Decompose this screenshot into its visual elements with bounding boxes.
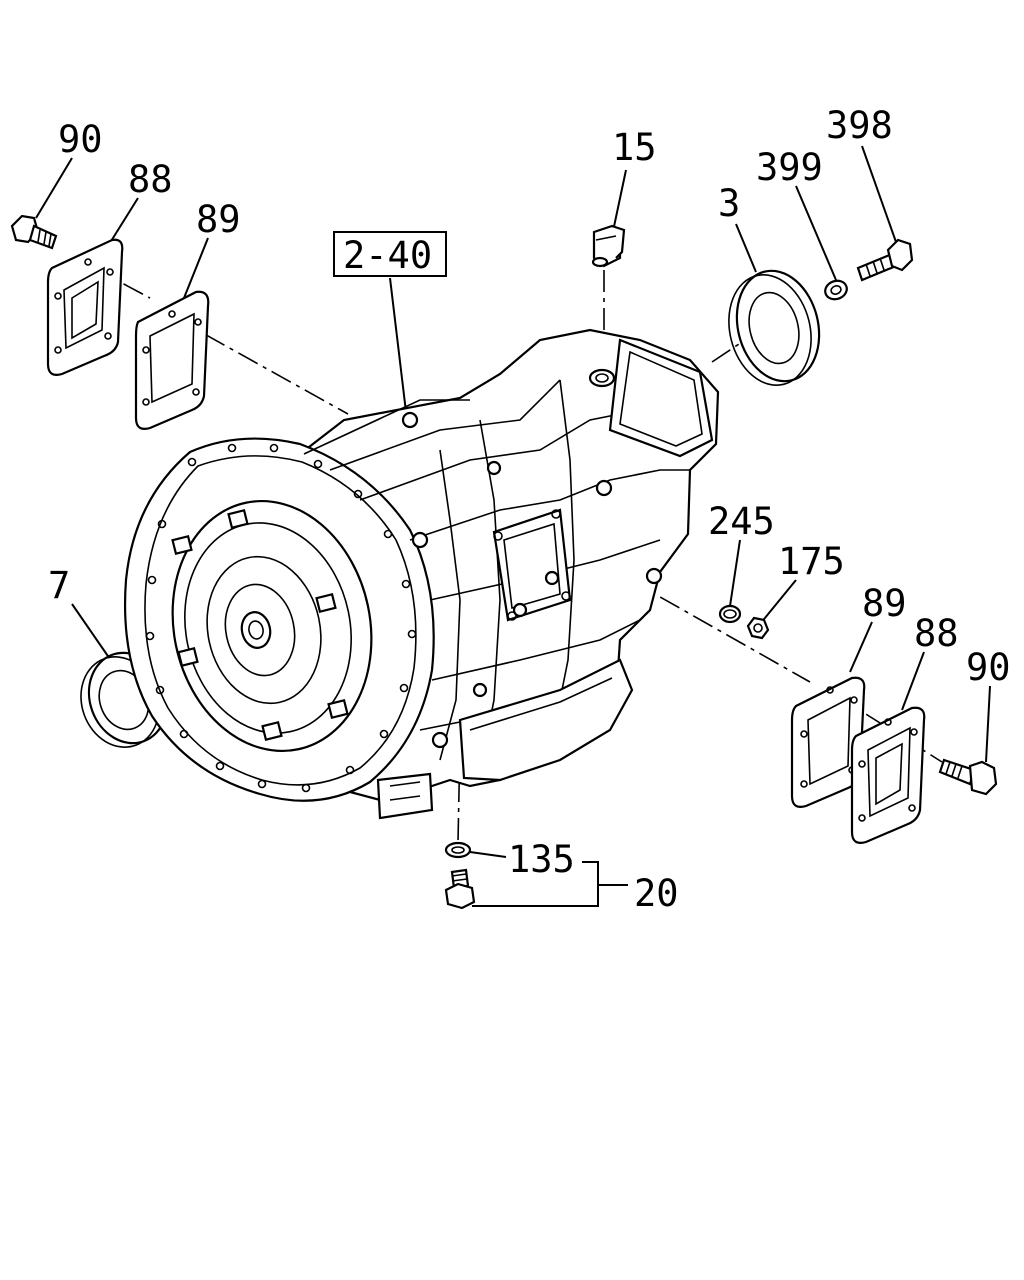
callout-88-right: 88 (914, 612, 959, 655)
callout-175: 175 (778, 540, 845, 583)
washer-135 (444, 841, 472, 859)
callout-90-left: 90 (58, 118, 103, 161)
nut-175 (746, 616, 770, 640)
callout-90-right: 90 (966, 646, 1011, 689)
washer-399 (824, 279, 848, 301)
bolt-90-right (938, 758, 998, 796)
callout-2-40: 2-40 (343, 234, 432, 277)
gasket-89-left (134, 290, 210, 430)
transmission-assembly (123, 328, 720, 820)
callout-89-left: 89 (196, 198, 241, 241)
cover-plate-88-left (46, 238, 124, 376)
callout-3: 3 (718, 182, 740, 225)
callout-15: 15 (612, 126, 657, 169)
bolt-90-left (10, 214, 58, 250)
callout-399: 399 (756, 146, 823, 189)
bolt-398 (856, 238, 914, 282)
callout-20: 20 (634, 872, 679, 915)
cover-plate-88-right (850, 706, 926, 844)
callout-245: 245 (708, 500, 775, 543)
o-ring-245 (718, 604, 742, 624)
oil-seal-3 (728, 269, 821, 386)
callout-2-40-box (333, 231, 447, 277)
leader-lines (35, 145, 991, 907)
callout-7: 7 (48, 564, 70, 607)
callout-89-right: 89 (862, 582, 907, 625)
callout-88-left: 88 (128, 158, 173, 201)
flange-bolt-holes (145, 443, 417, 793)
callout-135: 135 (508, 838, 575, 881)
callout-398: 398 (826, 104, 893, 147)
sensor-15 (591, 224, 626, 268)
drain-plug (444, 868, 476, 910)
gasket-89-right (790, 676, 866, 808)
converter-lugs (171, 508, 349, 742)
